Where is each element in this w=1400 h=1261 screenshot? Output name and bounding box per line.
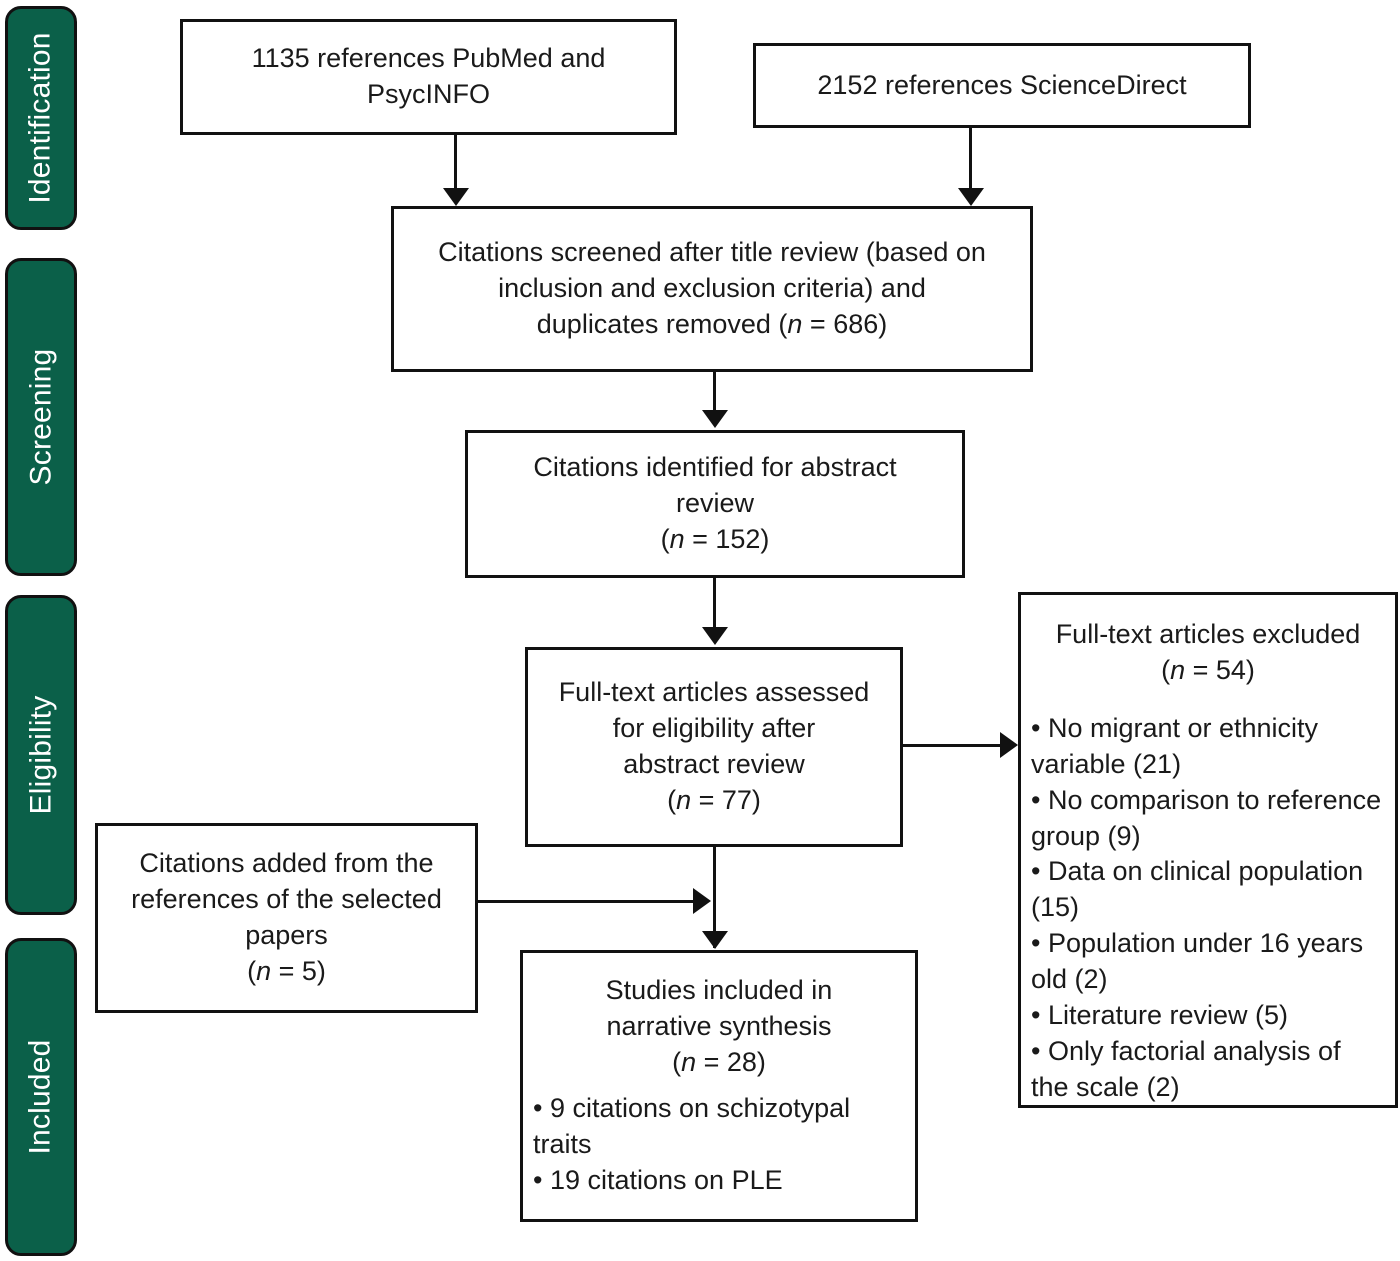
box-abstract-review-text: Citations identified for abstract review…: [523, 450, 906, 558]
full-text-assessed-line4-prefix: (: [667, 784, 677, 815]
excluded-bullet-2: • No comparison to reference group (9): [1031, 784, 1382, 851]
abstract-review-line1: Citations identified for abstract: [533, 452, 897, 483]
screened-line3-suffix: = 686): [802, 308, 888, 339]
citations-added-line4-suffix: = 5): [271, 955, 326, 986]
stage-identification: Identification: [5, 6, 77, 230]
box-full-text-assessed-text: Full-text articles assessed for eligibil…: [549, 675, 880, 819]
stage-included: Included: [5, 938, 77, 1256]
excluded-bullet-6: • Only factorial analysis of the scale (…: [1031, 1035, 1341, 1102]
excluded-bullet-1: • No migrant or ethnicity variable (21): [1031, 712, 1319, 779]
included-line3-prefix: (: [672, 1047, 682, 1078]
box-citations-screened-text: Citations screened after title review (b…: [428, 235, 996, 343]
box-abstract-review: Citations identified for abstract review…: [465, 430, 965, 578]
source-sciencedirect-line1: 2152 references ScienceDirect: [817, 69, 1187, 100]
excluded-bullet-4: • Population under 16 years old (2): [1031, 928, 1364, 995]
abstract-review-line3-n: n: [669, 523, 685, 554]
arrow-added-to-merge: [693, 888, 711, 914]
full-text-assessed-line4-suffix: = 77): [691, 784, 761, 815]
included-line1: Studies included in: [605, 975, 833, 1006]
arrow-abstract-to-fulltext: [702, 627, 728, 645]
connector-added-to-merge: [478, 900, 696, 903]
box-source-sciencedirect: 2152 references ScienceDirect: [753, 43, 1251, 128]
box-citations-added-text: Citations added from the references of t…: [121, 846, 452, 990]
screened-line1: Citations screened after title review (b…: [438, 237, 986, 268]
box-full-text-excluded-text: Full-text articles excluded (n = 54) • N…: [1021, 595, 1395, 1106]
screened-line2: inclusion and exclusion criteria) and: [498, 273, 926, 304]
source-pubmed-line1: 1135 references PubMed and: [251, 43, 606, 74]
excluded-bullet-5: • Literature review (5): [1031, 1000, 1289, 1031]
excluded-spacer: [1031, 689, 1385, 711]
citations-added-line4-prefix: (: [247, 955, 257, 986]
box-citations-added: Citations added from the references of t…: [95, 823, 478, 1013]
stage-included-label: Included: [24, 1039, 57, 1155]
box-studies-included: Studies included in narrative synthesis …: [520, 950, 918, 1222]
excluded-heading-n: n: [1170, 654, 1186, 685]
citations-added-line4-n: n: [256, 955, 272, 986]
box-full-text-assessed: Full-text articles assessed for eligibil…: [525, 647, 903, 847]
stage-eligibility: Eligibility: [5, 595, 77, 915]
arrow-screened-to-abstract: [702, 410, 728, 428]
included-bullet-list: • 9 citations on schizotypal traits • 19…: [533, 1091, 905, 1199]
connector-pubmed-to-screened: [454, 135, 457, 190]
included-line2: narrative synthesis: [606, 1011, 832, 1042]
included-bullet-1: • 9 citations on schizotypal traits: [533, 1093, 851, 1159]
source-pubmed-line2: PsycINFO: [366, 79, 490, 109]
full-text-assessed-line2: for eligibility after: [612, 713, 816, 744]
box-full-text-excluded: Full-text articles excluded (n = 54) • N…: [1018, 592, 1398, 1108]
arrow-fulltext-to-included: [702, 931, 728, 949]
excluded-bullet-list: • No migrant or ethnicity variable (21) …: [1031, 711, 1385, 1106]
abstract-review-line3-prefix: (: [660, 523, 670, 554]
excluded-heading-suffix: = 54): [1185, 654, 1255, 685]
connector-abstract-to-fulltext: [713, 578, 716, 629]
screened-line3-n: n: [787, 308, 803, 339]
abstract-review-line2: review: [675, 488, 755, 519]
connector-sciencedirect-to-screened: [969, 128, 972, 190]
stage-screening: Screening: [5, 258, 77, 576]
excluded-heading: Full-text articles excluded: [1055, 619, 1361, 649]
connector-screened-to-abstract: [713, 372, 716, 412]
excluded-bullet-3: • Data on clinical population (15): [1031, 856, 1364, 923]
box-source-sciencedirect-text: 2152 references ScienceDirect: [807, 68, 1196, 104]
arrow-fulltext-to-excluded: [1000, 732, 1018, 758]
box-studies-included-text: Studies included in narrative synthesis …: [523, 973, 915, 1198]
abstract-review-line3-suffix: = 152): [684, 523, 770, 554]
full-text-assessed-line1: Full-text articles assessed: [558, 677, 870, 708]
box-citations-screened: Citations screened after title review (b…: [391, 206, 1033, 372]
citations-added-line3: papers: [245, 920, 328, 950]
excluded-heading-prefix: (: [1161, 654, 1171, 685]
citations-added-line2: references of the selected: [131, 884, 442, 915]
included-bullet-2: • 19 citations on PLE: [533, 1164, 783, 1195]
box-source-pubmed: 1135 references PubMed and PsycINFO: [180, 19, 677, 135]
stage-eligibility-label: Eligibility: [24, 695, 57, 815]
full-text-assessed-line3: abstract review: [623, 749, 805, 779]
connector-fulltext-to-excluded: [903, 744, 1003, 747]
stage-identification-label: Identification: [24, 32, 57, 204]
box-source-pubmed-text: 1135 references PubMed and PsycINFO: [242, 41, 616, 113]
arrow-sciencedirect-to-screened: [958, 188, 984, 206]
included-line3-suffix: = 28): [696, 1047, 766, 1078]
full-text-assessed-line4-n: n: [676, 784, 692, 815]
arrow-pubmed-to-screened: [443, 188, 469, 206]
connector-fulltext-to-included: [713, 847, 716, 948]
stage-screening-label: Screening: [24, 348, 58, 486]
screened-line3-prefix: duplicates removed (: [536, 308, 788, 339]
citations-added-line1: Citations added from the: [139, 848, 434, 879]
included-line3-n: n: [681, 1047, 697, 1078]
